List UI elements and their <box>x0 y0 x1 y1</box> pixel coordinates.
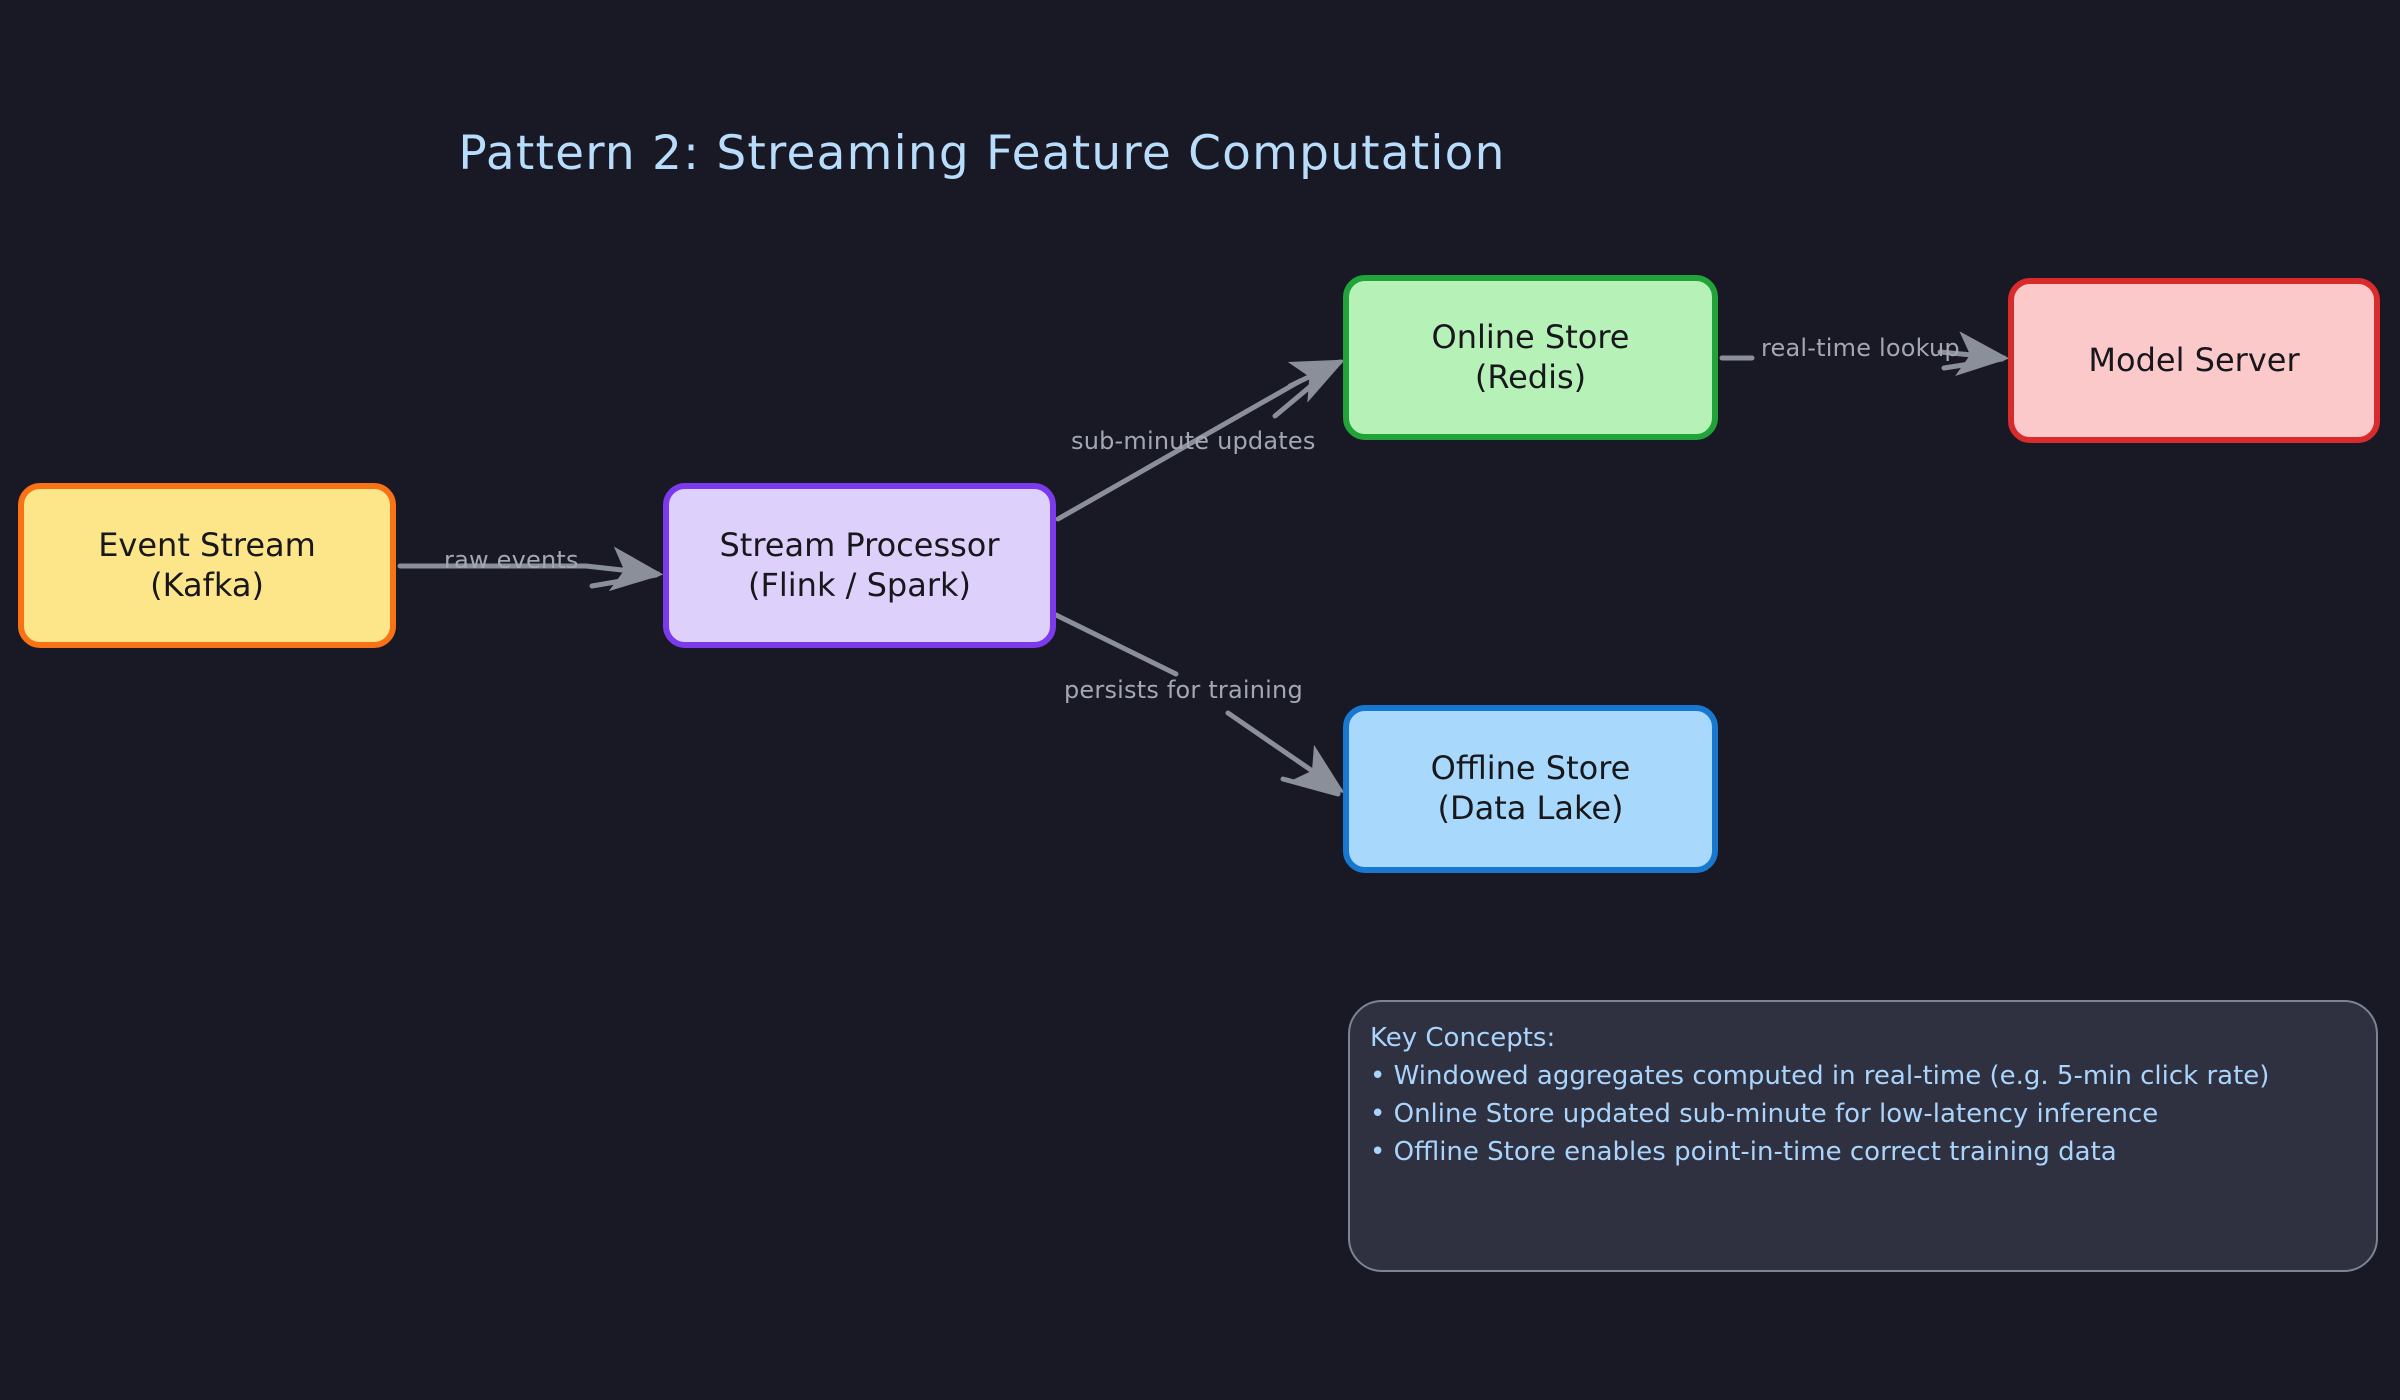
node-offline-store-line1: Offline Store <box>1430 749 1631 788</box>
page-title: Pattern 2: Streaming Feature Computation <box>0 126 2400 181</box>
node-stream-processor-line2: (Flink / Spark) <box>747 565 971 604</box>
node-online-store-line1: Online Store <box>1431 317 1630 356</box>
node-online-store[interactable]: Online Store (Redis) <box>1343 275 1718 440</box>
edge-label-sub-minute-updates: sub-minute updates <box>1071 427 1316 455</box>
edge-raw-events <box>397 546 664 592</box>
node-offline-store-line2: (Data Lake) <box>1437 789 1624 827</box>
key-concepts-box <box>1348 1000 2378 1272</box>
edge-real-time-lookup <box>1719 331 2010 377</box>
key-concepts-heading: Key Concepts: <box>1370 1023 1556 1053</box>
node-offline-store[interactable]: Offline Store (Data Lake) <box>1343 705 1718 873</box>
node-online-store-line2: (Redis) <box>1474 357 1587 396</box>
edge-sub-minute-updates <box>1055 359 1345 522</box>
node-model-server[interactable]: Model Server <box>2008 278 2380 443</box>
node-event-stream-line1: Event Stream <box>98 525 316 564</box>
node-event-stream-line2: (Kafka) <box>150 565 264 604</box>
node-event-stream[interactable]: Event Stream (Kafka) <box>18 483 396 648</box>
key-concepts-item-2: • Online Store updated sub-minute for lo… <box>1370 1098 2159 1129</box>
page-title-text: Pattern 2: Streaming Feature Computation <box>458 126 1506 181</box>
edge-persists-for-training <box>1053 612 1345 797</box>
edge-label-persists-for-training: persists for training <box>1064 676 1303 704</box>
node-model-server-line1: Model Server <box>2088 340 2300 379</box>
edge-label-raw-events: raw events <box>444 546 579 574</box>
edge-label-real-time-lookup: real-time lookup <box>1761 334 1960 362</box>
node-stream-processor-line1: Stream Processor <box>719 525 1000 564</box>
key-concepts-text: Key Concepts: • Windowed aggregates comp… <box>1370 1020 2269 1172</box>
key-concepts-item-3: • Offline Store enables point-in-time co… <box>1370 1136 2117 1167</box>
key-concepts-item-1: • Windowed aggregates computed in real-t… <box>1370 1060 2270 1091</box>
node-stream-processor[interactable]: Stream Processor (Flink / Spark) <box>663 483 1056 648</box>
